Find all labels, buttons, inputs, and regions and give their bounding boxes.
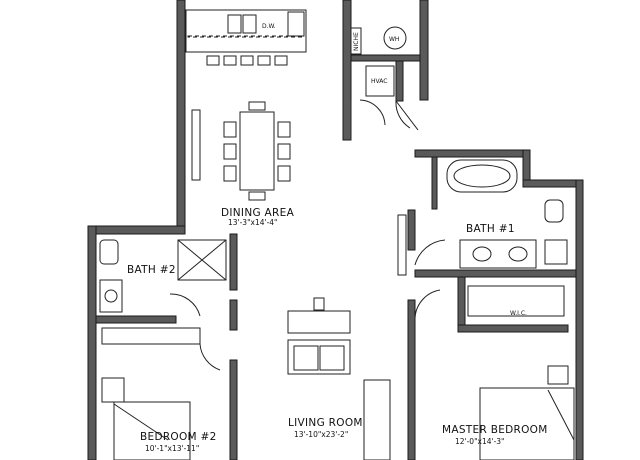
dining-area-dims: 13'-3"x14'-4" <box>228 218 278 227</box>
niche-label: NICHE <box>353 32 360 51</box>
dining-table <box>191 101 291 201</box>
master-bedroom-dims: 12'-0"x14'-3" <box>455 437 505 446</box>
bedroom-2-dims: 10'-1"x13'-11" <box>145 444 199 453</box>
bath-1 <box>414 159 568 269</box>
water-heater-label: WH <box>389 36 399 43</box>
bedroom-2 <box>101 327 221 460</box>
bath-2-label: BATH #2 <box>127 264 176 276</box>
utility-closet: NICHE WH HVAC <box>350 26 419 140</box>
dishwasher-label: D.W. <box>262 23 276 30</box>
bath-1-label: BATH #1 <box>466 223 515 235</box>
walls <box>87 0 584 460</box>
walk-in-closet <box>414 285 565 321</box>
living-room-label: LIVING ROOM <box>288 417 363 429</box>
living-room-furniture <box>287 214 407 460</box>
dining-area-label: DINING AREA <box>221 207 295 219</box>
bedroom-2-label: BEDROOM #2 <box>140 431 217 443</box>
hvac-label: HVAC <box>371 78 387 85</box>
living-room-dims: 13'-10"x23'-2" <box>294 430 348 439</box>
kitchen-island: D.W. <box>185 9 307 66</box>
master-bedroom <box>479 365 575 460</box>
master-bedroom-label: MASTER BEDROOM <box>442 424 548 436</box>
wic-label: W.I.C. <box>510 310 527 317</box>
bath-2 <box>99 239 227 317</box>
